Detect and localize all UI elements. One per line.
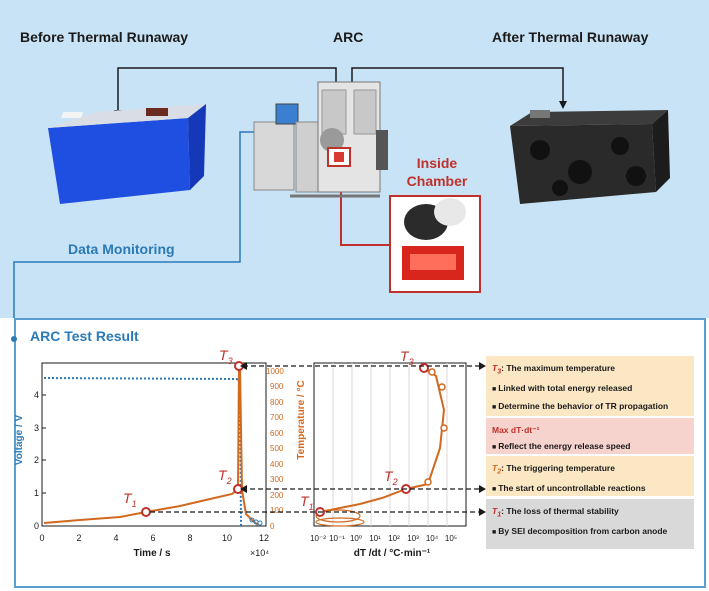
v-tick-0: 0 — [34, 521, 39, 531]
t-tick-1: 2 — [76, 533, 81, 543]
svg-text:T1: T1 — [300, 493, 314, 512]
t3-marker-right — [419, 363, 429, 373]
t3-bullet-2: Determine the behavior of TR propagation — [492, 398, 688, 416]
t3-annotation: T3: The maximum temperature Linked with … — [486, 356, 694, 416]
rate-curve — [319, 367, 446, 513]
max-rate-annotation: Max dT·dt⁻¹ Reflect the energy release s… — [486, 418, 694, 454]
after-connector — [351, 67, 564, 103]
guide-arrowheads — [240, 362, 486, 516]
t-tick-4: 8 — [187, 533, 192, 543]
rate-axis-label: dT /dt / °C·min⁻¹ — [354, 548, 431, 559]
svg-text:10⁰: 10⁰ — [350, 534, 362, 543]
temperature-axis: 0 100 200 300 400 500 600 700 800 900 10… — [266, 367, 284, 531]
v-tick-2: 2 — [34, 455, 39, 465]
t2-bullet-1: The start of uncontrollable reactions — [492, 480, 688, 498]
svg-text:200: 200 — [270, 491, 284, 500]
svg-text:10³: 10³ — [407, 534, 419, 543]
v-tick-3: 3 — [34, 423, 39, 433]
svg-text:10⁵: 10⁵ — [445, 534, 457, 543]
before-thermal-runaway-heading: Before Thermal Runaway — [20, 29, 189, 45]
temperature-axis-label: Temperature / °C — [296, 380, 307, 459]
result-title: ARC Test Result — [30, 328, 139, 344]
svg-text:10⁻²: 10⁻² — [310, 534, 326, 543]
t3-bullet-1: Linked with total energy released — [492, 380, 688, 398]
time-axis-label: Time / s — [133, 548, 170, 559]
t-labels-left: T1 T2 T3 — [123, 347, 233, 509]
svg-text:400: 400 — [270, 460, 284, 469]
svg-text:900: 900 — [270, 382, 284, 391]
t-tick-0: 0 — [39, 533, 44, 543]
t-tick-3: 6 — [150, 533, 155, 543]
battery-after-image — [510, 110, 670, 204]
v-tick-4: 4 — [34, 390, 39, 400]
rate-points — [424, 368, 448, 486]
svg-text:T2: T2 — [384, 468, 398, 487]
svg-text:1000: 1000 — [266, 367, 284, 376]
arc-heading: ARC — [333, 29, 364, 45]
rate-scatter — [315, 509, 365, 527]
t2-annotation: T2: The triggering temperature The start… — [486, 456, 694, 496]
svg-text:0: 0 — [270, 522, 275, 531]
svg-text:T2: T2 — [218, 467, 232, 486]
setup-illustration — [13, 67, 670, 318]
inside-chamber-label: Inside Chamber — [406, 155, 468, 189]
voltage-axis: 0 1 2 3 4 — [34, 390, 46, 531]
right-grid — [332, 363, 448, 526]
svg-text:T3: T3 — [219, 347, 233, 366]
t-tick-5: 10 — [222, 533, 232, 543]
t1-bullet-1: By SEI decomposition from carbon anode — [492, 523, 688, 541]
battery-before-image — [48, 104, 206, 204]
temperature-tail — [249, 517, 263, 526]
arc-apparatus-image — [253, 81, 388, 198]
voltage-curve — [43, 377, 242, 527]
data-monitoring-label: Data Monitoring — [68, 241, 175, 257]
t1-marker-left — [141, 507, 151, 517]
svg-text:800: 800 — [270, 398, 284, 407]
after-thermal-runaway-heading: After Thermal Runaway — [492, 29, 649, 45]
svg-text:700: 700 — [270, 413, 284, 422]
guide-lines — [150, 365, 482, 513]
t-tick-6: 12 — [259, 533, 269, 543]
t-labels-right: T1 T2 T3 — [300, 348, 414, 512]
v-tick-1: 1 — [34, 488, 39, 498]
max-bullet-1: Reflect the energy release speed — [492, 438, 688, 456]
t-tick-2: 4 — [113, 533, 118, 543]
svg-text:500: 500 — [270, 444, 284, 453]
svg-text:10⁴: 10⁴ — [426, 534, 439, 543]
data-monitoring-connector — [13, 131, 276, 318]
time-axis: 0 2 4 6 8 10 12 — [39, 533, 269, 543]
voltage-axis-label: Voltage / V — [14, 414, 25, 465]
time-multiplier: ×10⁴ — [250, 548, 269, 558]
inside-chamber-image — [389, 195, 481, 293]
rate-axis: 10⁻² 10⁻¹ 10⁰ 10¹ 10² 10³ 10⁴ 10⁵ — [310, 534, 457, 543]
svg-text:300: 300 — [270, 475, 284, 484]
svg-text:10⁻¹: 10⁻¹ — [329, 534, 345, 543]
temperature-curve — [43, 365, 259, 526]
svg-text:100: 100 — [270, 506, 284, 515]
svg-text:T1: T1 — [123, 490, 137, 509]
svg-text:600: 600 — [270, 429, 284, 438]
before-connector — [117, 67, 337, 112]
svg-text:T3: T3 — [400, 348, 414, 367]
left-plot-area — [41, 362, 267, 527]
t1-annotation: T1: The loss of thermal stability By SEI… — [486, 499, 694, 549]
svg-text:10¹: 10¹ — [369, 534, 381, 543]
svg-text:10²: 10² — [388, 534, 400, 543]
